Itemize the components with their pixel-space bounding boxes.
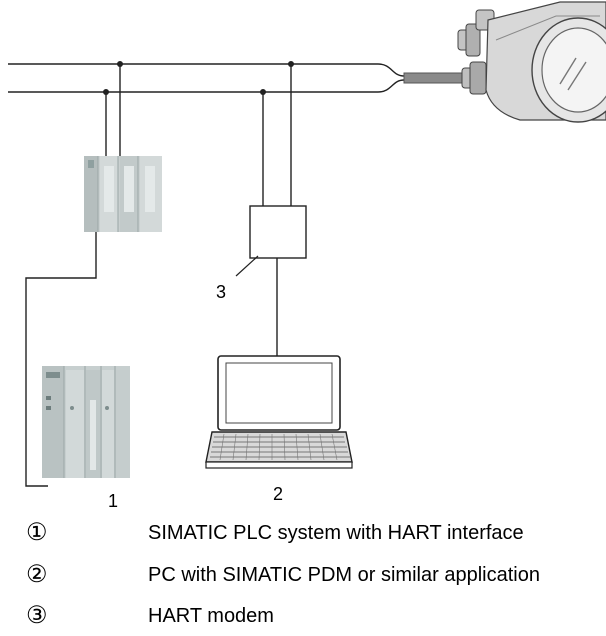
callout-number-1: 1 (108, 491, 118, 511)
laptop-pc (205, 355, 353, 469)
field-transmitter (457, 1, 606, 123)
legend-item-2: ② PC with SIMATIC PDM or similar applica… (0, 558, 606, 592)
legend-text-1: SIMATIC PLC system with HART interface (148, 522, 524, 544)
plc-interface-drops (105, 64, 121, 158)
legend-text-2: PC with SIMATIC PDM or similar applicati… (148, 564, 540, 586)
legend-text-3: HART modem (148, 605, 274, 627)
hart-modem (249, 205, 307, 259)
callout-number-3: 3 (216, 282, 226, 302)
modem-pointer-line (235, 255, 259, 277)
legend-marker-2: ② (26, 561, 48, 588)
simatic-plc-rack (42, 366, 130, 478)
bus-junctions (103, 61, 294, 95)
transmitter-cable (403, 72, 467, 84)
legend-marker-1: ① (26, 519, 48, 546)
hart-interface-module (84, 156, 162, 232)
legend-marker-3: ③ (26, 602, 48, 629)
modem-bus-drops (262, 64, 292, 206)
callout-number-2: 2 (273, 484, 283, 504)
hart-bus-cable (8, 63, 405, 93)
plc-connection-cable (25, 232, 97, 487)
legend-item-3: ③ HART modem (0, 599, 606, 633)
hart-network-diagram: 1 2 3 (8, 1, 606, 511)
legend-item-1: ① SIMATIC PLC system with HART interface (0, 516, 606, 550)
